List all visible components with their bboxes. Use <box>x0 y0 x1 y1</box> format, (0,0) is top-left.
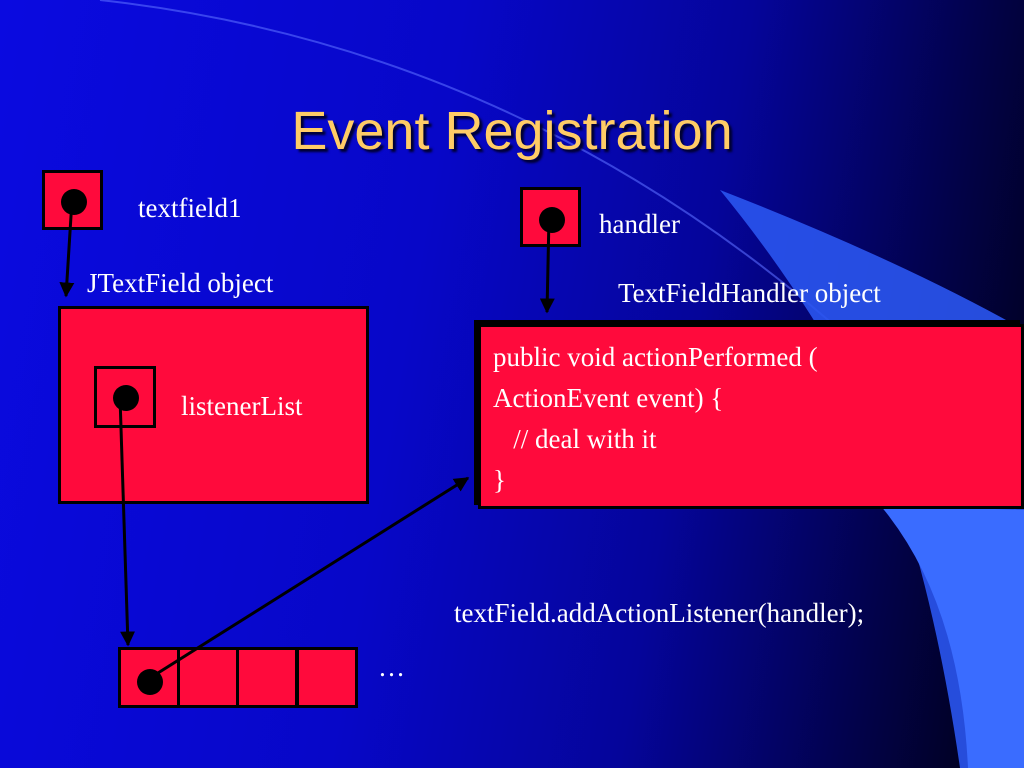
code-line: ActionEvent event) { <box>493 383 724 413</box>
decorative-swoosh-highlight <box>880 505 1024 768</box>
slide-title: Event Registration <box>291 101 733 161</box>
handler-object-code-box: public void actionPerformed ( ActionEven… <box>478 324 1024 509</box>
listenerlist-label: listenerList <box>181 391 303 421</box>
reference-dot <box>61 189 87 215</box>
listenerlist-reference-box <box>94 366 156 428</box>
ellipsis-label: … <box>378 652 405 682</box>
listener-array-cell <box>177 647 239 708</box>
code-line: public void actionPerformed ( <box>493 342 818 372</box>
add-action-listener-statement: textField.addActionListener(handler); <box>454 598 865 628</box>
textfield1-label: textfield1 <box>138 193 242 223</box>
textfield1-to-jtextfield-arrow <box>59 199 75 298</box>
array-to-handler-object-arrow <box>149 476 470 680</box>
handler-reference-box <box>520 187 581 247</box>
handler-to-handler-object-arrow <box>539 216 555 314</box>
code-line: // deal with it <box>493 424 657 454</box>
listener-array-cell <box>296 647 358 708</box>
handler-label: handler <box>599 209 680 239</box>
reference-dot <box>539 207 565 233</box>
jtextfield-object-box: listenerList <box>58 306 369 504</box>
listenerlist-to-array-arrow <box>118 396 136 647</box>
jtextfield-object-label: JTextField object <box>87 268 274 298</box>
handler-object-label: TextFieldHandler object <box>618 278 881 308</box>
code-line: } <box>493 465 506 495</box>
textfield1-reference-box <box>42 170 103 230</box>
reference-dot <box>113 385 139 411</box>
